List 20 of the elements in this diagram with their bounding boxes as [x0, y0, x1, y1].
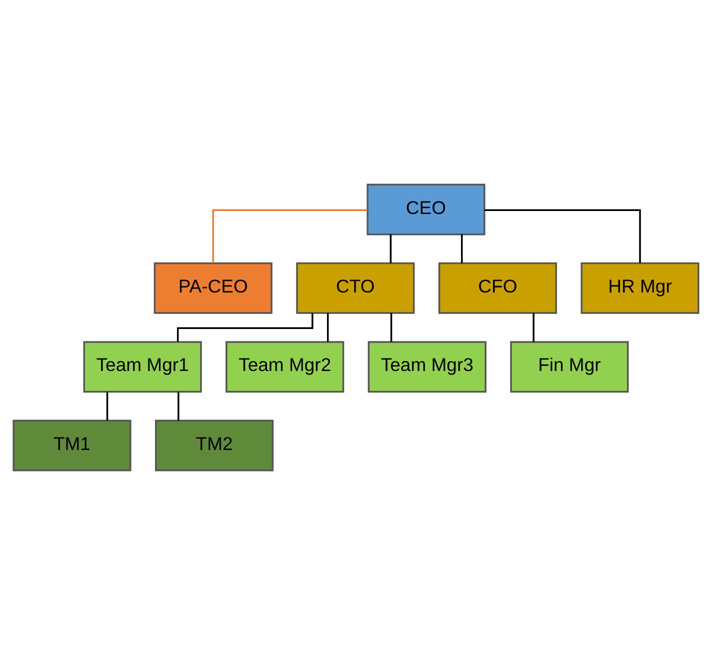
- node-box: TM2: [155, 420, 274, 472]
- node-box: CEO: [366, 184, 486, 236]
- connector: [212, 209, 368, 264]
- connector: [326, 313, 329, 342]
- connector: [460, 234, 463, 264]
- node-box: Team Mgr3: [368, 341, 486, 393]
- node-box: Fin Mgr: [510, 341, 629, 393]
- connector: [178, 392, 180, 420]
- connector: [390, 313, 392, 342]
- connector: [390, 234, 392, 264]
- node-box: PA-CEO: [154, 262, 272, 314]
- node-box: HR Mgr: [580, 262, 700, 314]
- node-box: Team Mgr2: [226, 341, 344, 393]
- node-box: TM1: [12, 420, 132, 472]
- connector: [532, 313, 534, 342]
- node-box: Team Mgr1: [83, 341, 202, 393]
- connector: [106, 392, 108, 420]
- connector: [484, 209, 641, 264]
- node-box: CTO: [296, 262, 415, 314]
- node-box: CFO: [438, 262, 557, 314]
